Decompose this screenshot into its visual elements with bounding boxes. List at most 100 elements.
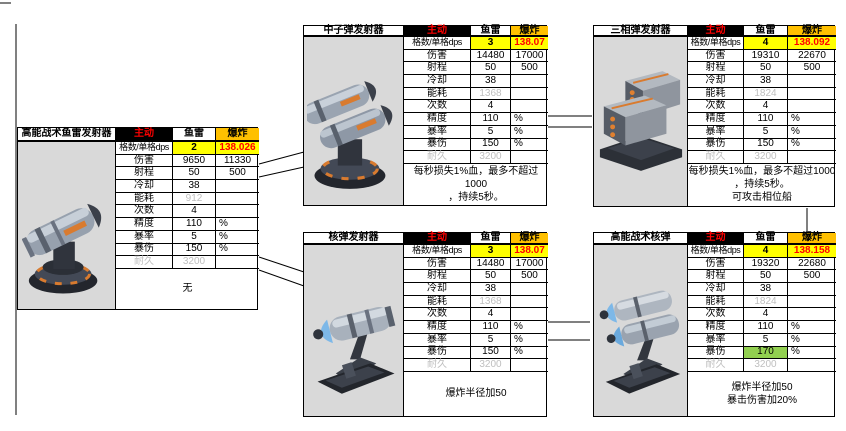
header-active-cell[interactable]: 主动 [404,25,471,37]
stat-value2-cell[interactable]: 17000 [511,258,548,271]
stat-label-cell[interactable]: 暴伤 [688,138,744,152]
stat-value2-cell[interactable]: 138.026 [216,142,259,155]
stat-value2-cell[interactable] [788,75,836,88]
table-title[interactable]: 中子弹发射器 [304,25,404,37]
stat-label-cell[interactable]: 精度 [116,218,173,231]
stat-value-cell[interactable]: 38 [471,75,511,88]
stat-value-cell[interactable]: 5 [173,230,216,244]
stat-value-cell[interactable]: 14480 [471,49,511,63]
stat-label-cell[interactable]: 射程 [116,167,173,181]
header-torpedo-cell[interactable]: 鱼雷 [173,128,216,142]
stat-value2-cell[interactable]: % [788,113,836,126]
stat-value-cell[interactable]: 4 [471,100,511,114]
stat-value-cell[interactable]: 5 [471,333,511,347]
stat-label-cell[interactable]: 耐久 [688,359,744,372]
header-torpedo-cell[interactable]: 鱼雷 [471,233,511,245]
stat-value-cell[interactable]: 4 [744,37,788,50]
stat-label-cell[interactable]: 伤害 [116,154,173,168]
stat-value2-cell[interactable] [216,193,259,206]
stat-value-cell[interactable]: 14480 [471,257,511,271]
stat-value-cell[interactable]: 1368 [471,295,511,309]
note-cell[interactable]: 每秒损失1%血，最多不超过1000，持续5秒。 [404,164,548,205]
stat-label-cell[interactable]: 耐久 [116,256,173,269]
stat-value-cell[interactable]: 150 [471,346,511,360]
stat-label-cell[interactable]: 射程 [688,270,744,284]
stat-value2-cell[interactable]: 500 [511,270,548,284]
table-title[interactable]: 高能战术核弹 [594,233,688,245]
stat-value2-cell[interactable] [788,359,836,372]
stat-label-cell[interactable]: 耐久 [404,359,471,372]
stat-label-cell[interactable]: 精度 [404,113,471,126]
stat-label-cell[interactable]: 耐久 [688,151,744,164]
stat-label-cell[interactable]: 次数 [404,100,471,114]
header-explosion-cell[interactable]: 爆炸 [511,233,548,245]
stat-value2-cell[interactable]: 138.092 [788,37,836,50]
stat-value2-cell[interactable]: % [511,126,548,139]
stat-value2-cell[interactable]: % [216,231,259,244]
stat-value-cell[interactable]: 9650 [173,154,216,168]
stat-label-cell[interactable]: 能耗 [688,87,744,101]
stat-value-cell[interactable]: 1368 [471,87,511,101]
stat-value-cell[interactable]: 110 [744,321,788,334]
stat-value2-cell[interactable] [788,308,836,322]
stat-value2-cell[interactable] [511,151,548,164]
stat-value-cell[interactable]: 4 [744,100,788,114]
stat-value2-cell[interactable]: 22680 [788,258,836,271]
stat-label-cell[interactable]: 精度 [404,321,471,334]
stat-label-cell[interactable]: 格数/单格dps [688,37,744,50]
stat-value-cell[interactable]: 4 [744,245,788,258]
note-cell[interactable]: 爆炸半径加50 [404,372,548,416]
stat-value2-cell[interactable] [511,283,548,296]
stat-label-cell[interactable]: 精度 [688,321,744,334]
stat-value2-cell[interactable]: 17000 [511,50,548,63]
stat-value-cell[interactable]: 110 [471,113,511,126]
stat-value2-cell[interactable] [511,75,548,88]
stat-value2-cell[interactable]: 500 [216,167,259,181]
stat-value-cell[interactable]: 5 [471,125,511,139]
stat-value-cell[interactable]: 38 [471,283,511,296]
stat-label-cell[interactable]: 暴率 [404,333,471,347]
stat-value2-cell[interactable]: % [511,113,548,126]
stat-value-cell[interactable]: 4 [744,308,788,322]
stat-value2-cell[interactable]: % [511,321,548,334]
stat-label-cell[interactable]: 冷却 [116,180,173,193]
stat-value2-cell[interactable]: 500 [788,270,836,284]
header-active-cell[interactable]: 主动 [404,233,471,245]
stat-label-cell[interactable]: 射程 [404,62,471,76]
stat-value2-cell[interactable] [788,100,836,114]
stat-value2-cell[interactable] [788,88,836,101]
stat-value-cell[interactable]: 912 [173,192,216,206]
stat-label-cell[interactable]: 伤害 [404,257,471,271]
stat-value2-cell[interactable]: 138.07 [511,245,548,258]
stat-value2-cell[interactable]: 500 [511,62,548,76]
stat-value2-cell[interactable] [216,205,259,219]
stat-label-cell[interactable]: 暴率 [116,230,173,244]
header-active-cell[interactable]: 主动 [688,233,744,245]
stat-label-cell[interactable]: 射程 [688,62,744,76]
stat-label-cell[interactable]: 能耗 [404,87,471,101]
stat-label-cell[interactable]: 格数/单格dps [116,142,173,155]
stat-value2-cell[interactable]: % [216,244,259,257]
stat-label-cell[interactable]: 暴伤 [404,346,471,360]
stat-value-cell[interactable]: 150 [471,138,511,152]
stat-value-cell[interactable]: 50 [471,270,511,284]
stat-value-cell[interactable]: 170 [744,346,788,360]
stat-value-cell[interactable]: 4 [471,308,511,322]
stat-value-cell[interactable]: 3 [471,245,511,258]
stat-value2-cell[interactable]: 138.07 [511,37,548,50]
stat-value2-cell[interactable] [216,256,259,269]
stat-label-cell[interactable]: 次数 [688,308,744,322]
stat-value-cell[interactable]: 38 [744,283,788,296]
stat-label-cell[interactable]: 射程 [404,270,471,284]
stat-label-cell[interactable]: 暴伤 [688,346,744,360]
stat-label-cell[interactable]: 次数 [116,205,173,219]
header-explosion-cell[interactable]: 爆炸 [216,128,259,142]
stat-value-cell[interactable]: 4 [173,205,216,219]
stat-label-cell[interactable]: 次数 [404,308,471,322]
stat-value-cell[interactable]: 50 [471,62,511,76]
stat-value-cell[interactable]: 110 [471,321,511,334]
stat-value-cell[interactable]: 3200 [744,151,788,164]
stat-value-cell[interactable]: 38 [173,180,216,193]
stat-value2-cell[interactable]: % [511,334,548,347]
